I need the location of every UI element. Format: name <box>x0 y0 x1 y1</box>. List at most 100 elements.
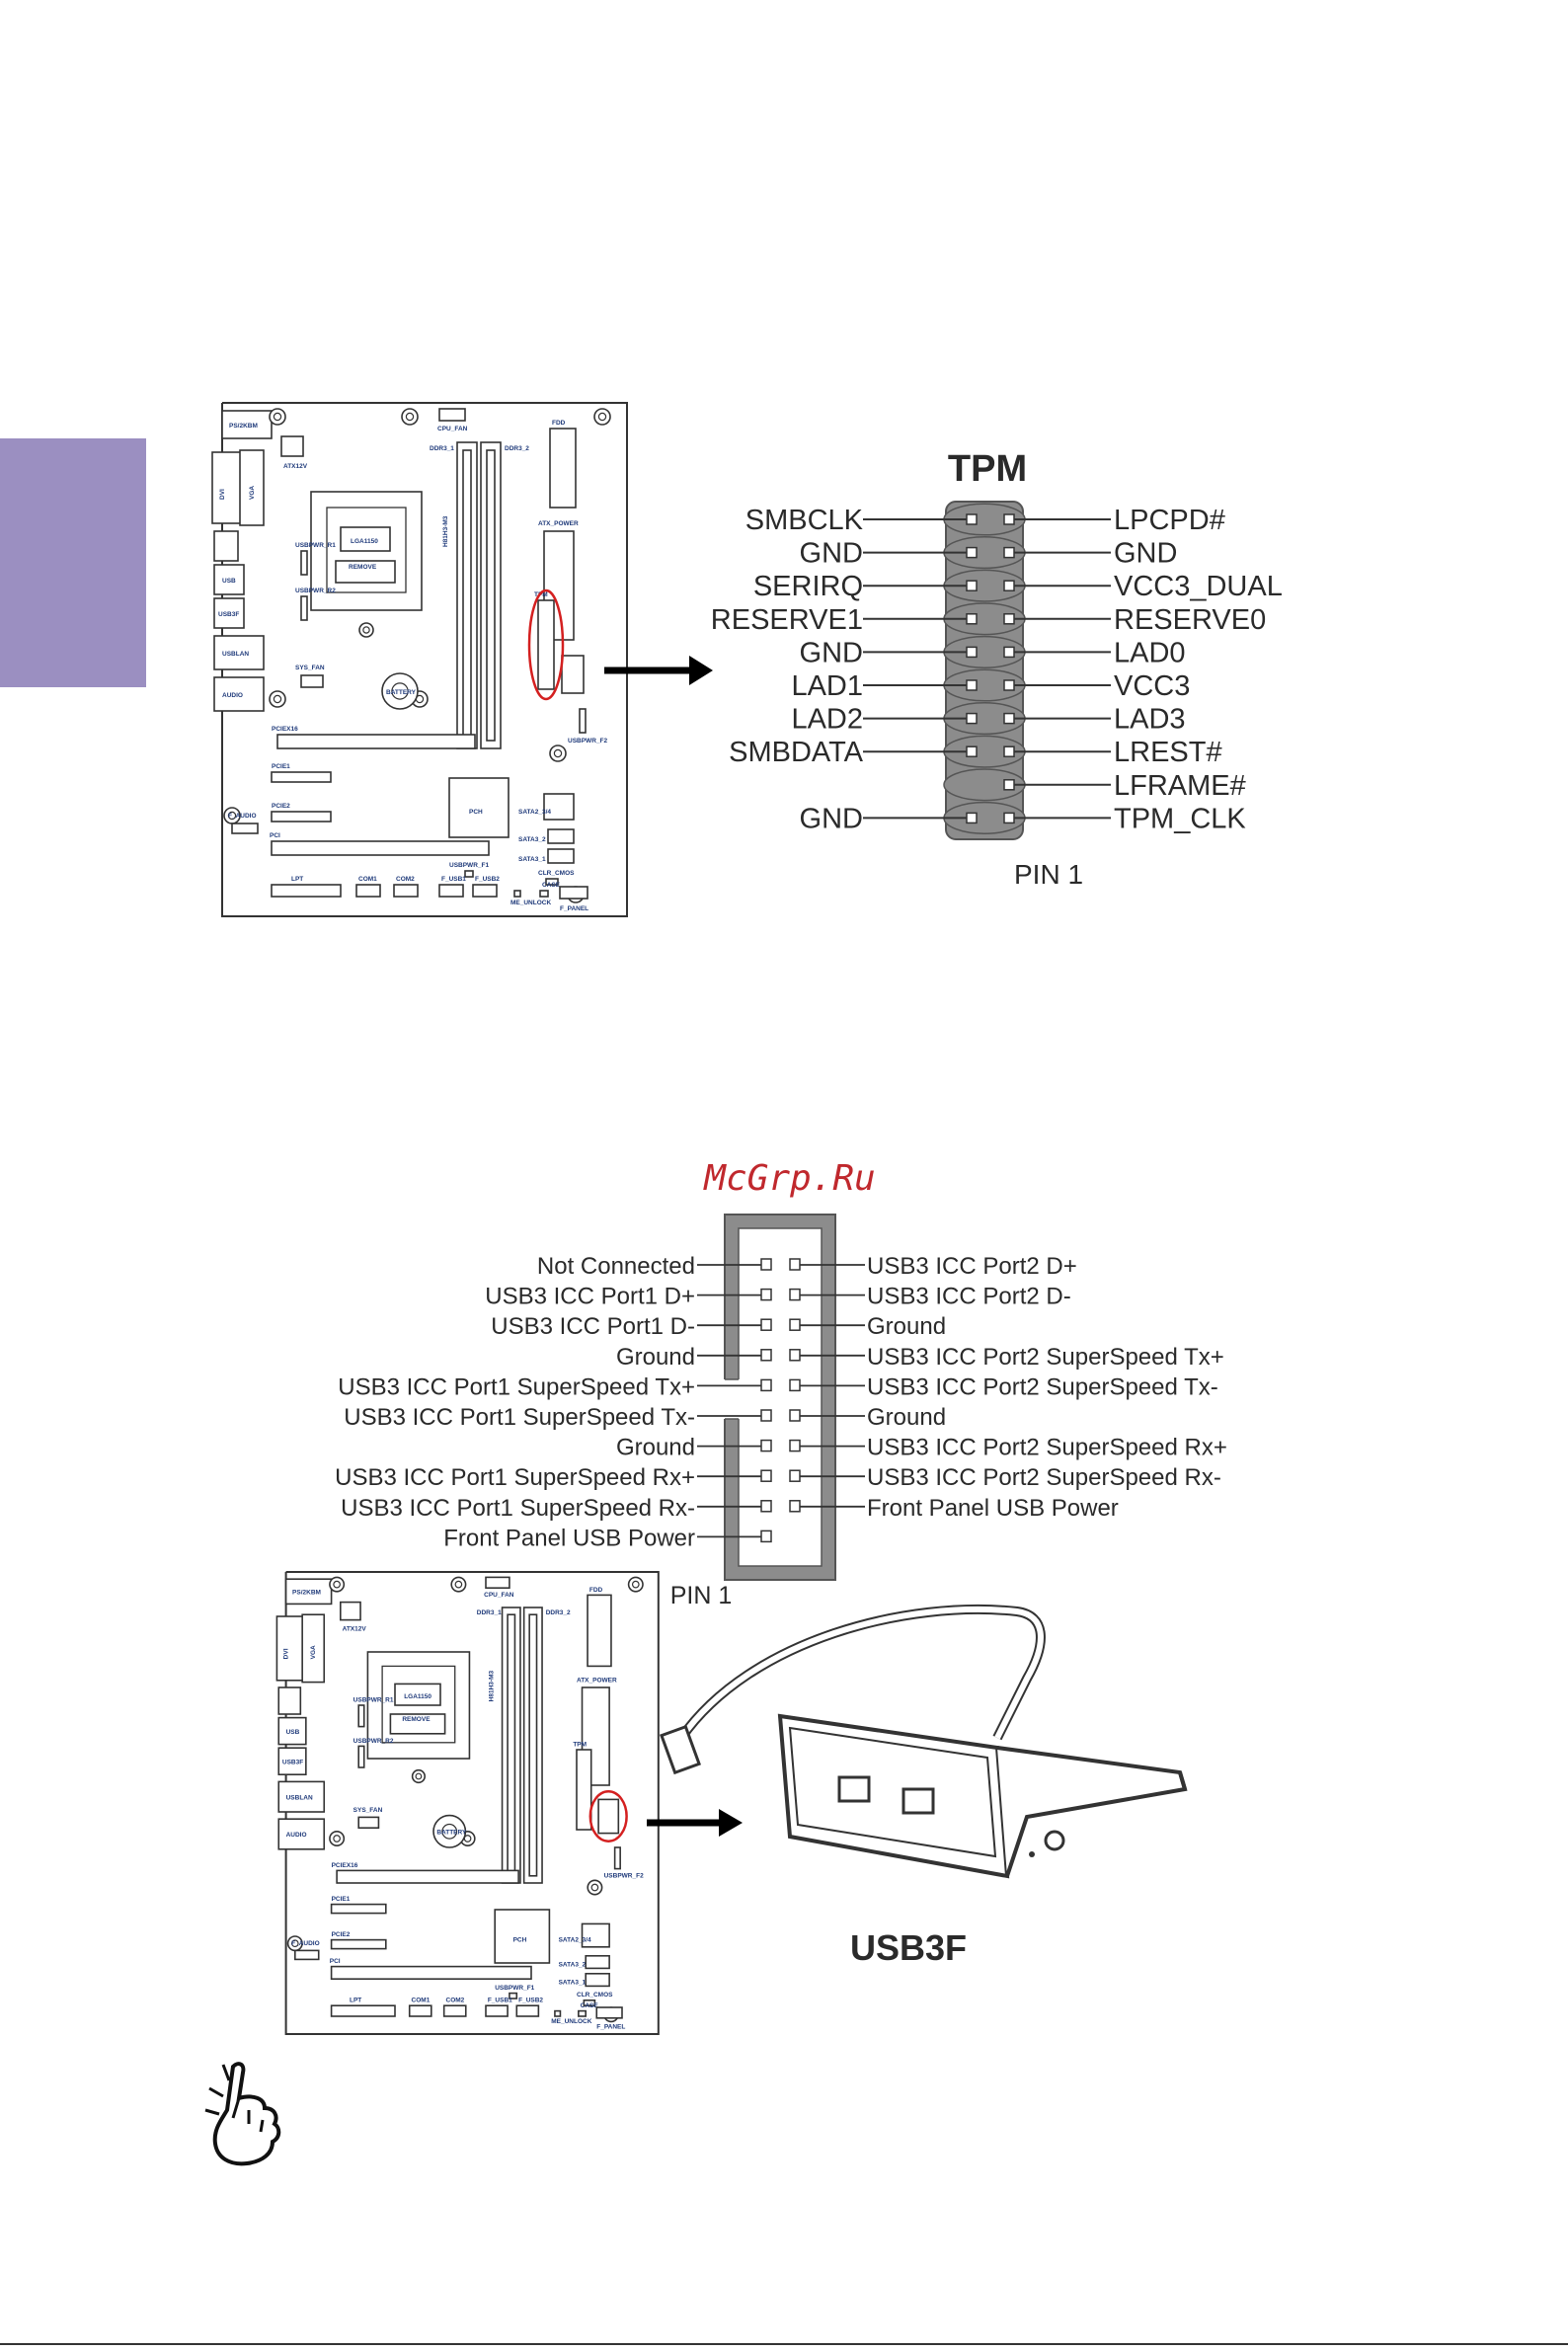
usb3f-left-pin-label: USB3 ICC Port1 SuperSpeed Rx+ <box>335 1464 695 1491</box>
usb3f-right-pin-label: Ground <box>867 1404 946 1431</box>
svg-text:PCH: PCH <box>513 1936 527 1943</box>
svg-text:AUDIO: AUDIO <box>286 1832 307 1839</box>
usb3f-left-pin-label: USB3 ICC Port1 SuperSpeed Tx+ <box>338 1373 695 1400</box>
svg-text:H81H3-M3: H81H3-M3 <box>442 515 449 547</box>
usb3f-pin <box>789 1469 801 1482</box>
svg-text:USB3F: USB3F <box>282 1759 303 1765</box>
tpm-pin <box>966 613 978 625</box>
svg-text:USBPWR_R2: USBPWR_R2 <box>353 1738 394 1745</box>
usb3f-highlight-ring <box>588 1790 628 1842</box>
tpm-pin <box>1003 712 1015 725</box>
tpm-right-pin-label: LPCPD# <box>1114 505 1225 536</box>
usb3f-pin <box>760 1529 772 1543</box>
tpm-pin <box>1003 513 1015 525</box>
svg-text:TPM: TPM <box>534 591 548 598</box>
usb3f-right-pin-label: USB3 ICC Port2 D+ <box>867 1253 1077 1280</box>
svg-text:SATA3_1: SATA3_1 <box>559 1980 587 1987</box>
tpm-pin <box>966 513 978 525</box>
usb3f-pin <box>789 1318 801 1331</box>
svg-text:USBPWR_F2: USBPWR_F2 <box>568 738 607 745</box>
tpm-pin <box>1003 646 1015 659</box>
svg-text:LGA1150: LGA1150 <box>351 538 378 545</box>
svg-text:PCIE1: PCIE1 <box>332 1896 351 1903</box>
tpm-pin <box>966 679 978 691</box>
usb3f-left-pin-label: Ground <box>616 1344 695 1371</box>
usb3f-pin <box>789 1378 801 1392</box>
svg-text:DVI: DVI <box>219 489 226 500</box>
tpm-right-pin-label: GND <box>1114 538 1177 570</box>
usb3f-pin <box>789 1288 801 1301</box>
tpm-pin <box>966 812 978 824</box>
svg-text:USBLAN: USBLAN <box>286 1794 313 1801</box>
svg-text:PCIE2: PCIE2 <box>272 803 290 810</box>
svg-text:COM2: COM2 <box>396 876 415 883</box>
svg-text:ATX12V: ATX12V <box>343 1625 367 1632</box>
usb3f-pin <box>789 1349 801 1362</box>
tpm-left-pin-label: SMBCLK <box>745 505 864 536</box>
svg-text:PCIEX16: PCIEX16 <box>332 1862 358 1869</box>
svg-text:F_USB2: F_USB2 <box>518 1998 543 2004</box>
chapter-side-tab <box>0 438 146 687</box>
tpm-right-pin-label: LREST# <box>1114 737 1222 768</box>
svg-text:PCI: PCI <box>270 832 280 839</box>
svg-text:COM1: COM1 <box>412 1998 431 2004</box>
svg-text:ME_UNLOCK: ME_UNLOCK <box>510 900 551 906</box>
svg-text:VGA: VGA <box>249 486 256 500</box>
usb3f-front-bracket-illustration <box>660 1604 1188 1879</box>
svg-text:USB: USB <box>286 1729 300 1736</box>
tpm-right-pin-label: RESERVE0 <box>1114 604 1266 636</box>
tpm-left-pin-label: SERIRQ <box>753 571 863 602</box>
tpm-left-pin-label: LAD1 <box>791 670 863 702</box>
svg-text:BATTERY: BATTERY <box>386 689 417 696</box>
usb3f-left-pin-label: USB3 ICC Port1 SuperSpeed Rx- <box>341 1495 695 1522</box>
tpm-right-pin-label: LFRAME# <box>1114 770 1246 802</box>
tpm-pin <box>1003 613 1015 625</box>
usb3f-left-pin-label: Not Connected <box>537 1253 695 1280</box>
svg-text:F_AUDIO: F_AUDIO <box>228 813 257 820</box>
tpm-right-pin-label: TPM_CLK <box>1114 803 1246 834</box>
svg-text:LPT: LPT <box>350 1998 361 2004</box>
svg-text:SATA2_3/4: SATA2_3/4 <box>559 1936 591 1943</box>
svg-text:COM2: COM2 <box>446 1998 465 2004</box>
tpm-left-pin-label: LAD2 <box>791 704 863 736</box>
usb3f-pin <box>760 1378 772 1392</box>
svg-text:SATA3_2: SATA3_2 <box>518 836 546 843</box>
svg-text:USBPWR_R1: USBPWR_R1 <box>353 1696 394 1703</box>
tpm-pin <box>966 646 978 659</box>
svg-text:SYS_FAN: SYS_FAN <box>353 1807 383 1814</box>
usb3f-pin <box>760 1469 772 1482</box>
usb3f-pin <box>760 1439 772 1452</box>
svg-text:COM1: COM1 <box>358 876 377 883</box>
usb3f-right-pin-label: USB3 ICC Port2 SuperSpeed Tx- <box>867 1373 1218 1400</box>
svg-text:SATA2_3/4: SATA2_3/4 <box>518 809 551 816</box>
usb3f-pin <box>789 1409 801 1422</box>
tpm-pin <box>1003 580 1015 591</box>
svg-text:PCIE1: PCIE1 <box>272 763 290 770</box>
svg-text:AUDIO: AUDIO <box>222 692 243 699</box>
tpm-right-pin-label: VCC3_DUAL <box>1114 571 1283 602</box>
svg-text:DDR3_2: DDR3_2 <box>546 1609 571 1616</box>
svg-text:SATA3_1: SATA3_1 <box>518 856 546 863</box>
svg-text:TPM: TPM <box>573 1741 587 1748</box>
tpm-left-pin-label: SMBDATA <box>729 737 864 768</box>
tpm-right-pin-label: LAD0 <box>1114 637 1186 668</box>
usb3f-right-pin-label: USB3 ICC Port2 D- <box>867 1284 1071 1310</box>
tpm-pin <box>1003 779 1015 791</box>
svg-text:LPT: LPT <box>291 876 303 883</box>
usb3f-title: USB3F <box>850 1927 967 1968</box>
usb3f-right-pin-label: USB3 ICC Port2 SuperSpeed Rx- <box>867 1464 1221 1491</box>
svg-text:CASE: CASE <box>581 2002 599 2009</box>
svg-text:BATTERY: BATTERY <box>436 1830 467 1837</box>
usb3f-left-pin-label: Ground <box>616 1435 695 1461</box>
svg-text:H81H3-M3: H81H3-M3 <box>488 1671 495 1702</box>
svg-text:USB3F: USB3F <box>218 611 239 618</box>
tpm-right-pin-label: VCC3 <box>1114 670 1190 702</box>
svg-text:CPU_FAN: CPU_FAN <box>484 1592 514 1599</box>
svg-text:PCI: PCI <box>330 1958 341 1965</box>
svg-text:PCIE2: PCIE2 <box>332 1931 351 1938</box>
pointing-hand-icon <box>204 2062 281 2166</box>
tpm-pin <box>1003 679 1015 691</box>
